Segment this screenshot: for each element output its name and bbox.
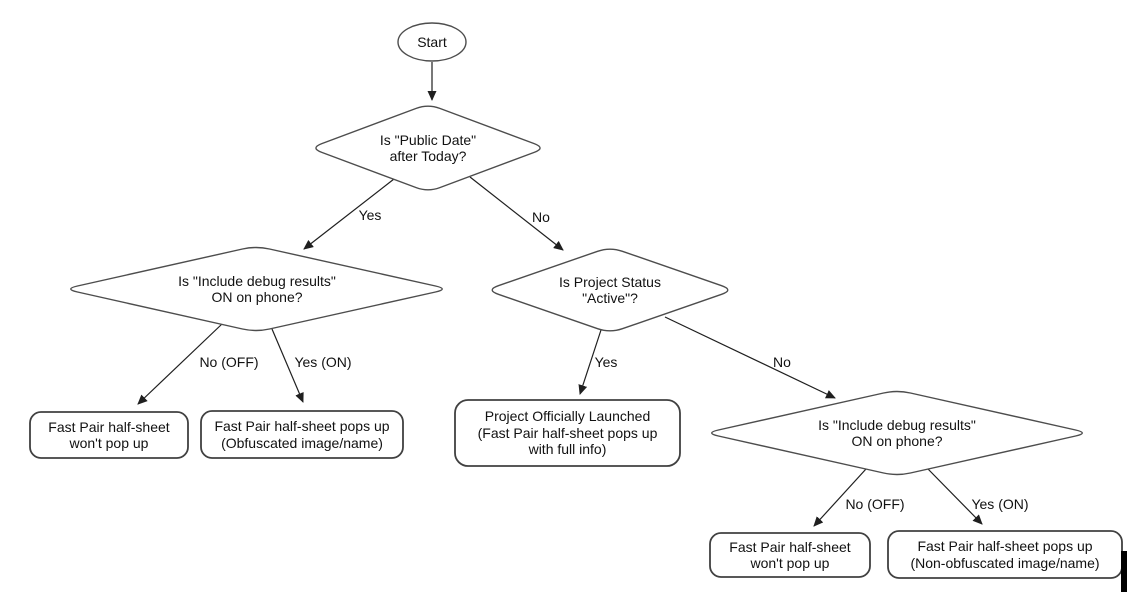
edge-yes-on-right-arrow [927, 468, 983, 525]
edge-yes-on-left-arrow [271, 328, 304, 403]
start-terminator-shape [397, 22, 467, 62]
decision-project-status-shape [491, 248, 729, 332]
text-cursor-artifact [1121, 551, 1127, 592]
edge-no-to-project-status-arrow [469, 176, 564, 251]
decision-debug-left-shape [70, 246, 443, 332]
decision-public-date-shape [315, 105, 541, 191]
edge-no-off-left-arrow [137, 323, 223, 405]
decision-debug-right-shape [711, 390, 1083, 476]
outcome-no-popup-right-shape [709, 532, 871, 578]
outcome-non-obfuscated-shape [887, 530, 1123, 579]
outcome-launched-shape [454, 399, 681, 467]
outcome-no-popup-left-shape [29, 411, 189, 459]
outcome-obfuscated-shape [200, 410, 404, 459]
edge-no-to-debug-right-arrow [664, 316, 836, 399]
edge-no-off-right-arrow [813, 468, 867, 527]
edge-yes-to-launched-arrow [578, 329, 602, 395]
edge-yes-to-debug-left-arrow [303, 178, 395, 250]
